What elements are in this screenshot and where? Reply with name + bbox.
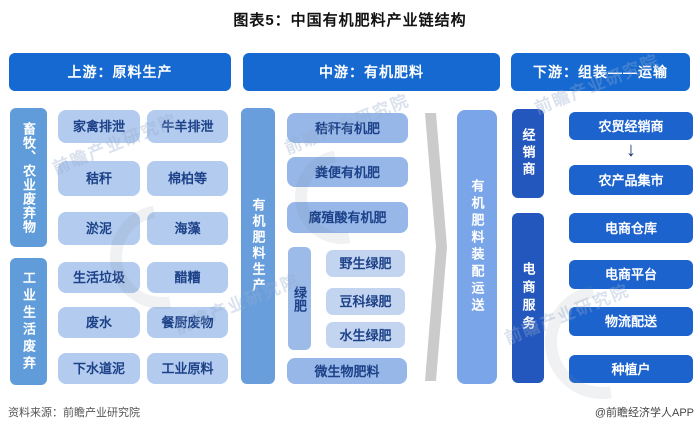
upstream-item-cattle-sheep-waste: 牛羊排泄: [147, 110, 228, 143]
down-arrow-icon: ↓: [626, 139, 636, 161]
header-upstream: 上游：原料生产: [9, 53, 231, 91]
ecommerce-bar: 电商服务: [512, 213, 544, 383]
midstream-item-microbial-fertilizer: 微生物肥料: [287, 358, 407, 384]
upstream-item-seaweed: 海藻: [147, 212, 228, 245]
upstream-item-cotton-etc: 棉柏等: [147, 161, 228, 196]
dealer-item-farm-product-market: 农产品集市: [569, 165, 693, 195]
watermark-logo-arc: [276, 131, 408, 263]
dealer-item-agri-trade-dealer: 农贸经销商: [569, 112, 693, 140]
upstream-item-vinegar-residue: 醋糟: [147, 262, 228, 293]
upstream-item-household-garbage: 生活垃圾: [58, 262, 140, 293]
midstream-item-straw-fertilizer: 秸秆有机肥: [287, 113, 408, 143]
midstream-production-bar: 有机肥料生产: [241, 108, 275, 384]
downstream-carrier-bar: 有机肥料装配运送: [457, 110, 497, 384]
upstream-group-industrial-bar: 工业生活废弃: [10, 258, 47, 385]
upstream-item-sludge: 淤泥: [58, 212, 140, 245]
green-manure-bar: 绿肥: [288, 247, 311, 350]
header-downstream: 下游：组装——运输: [511, 53, 690, 91]
green-manure-item-legume: 豆科绿肥: [326, 288, 405, 315]
ecommerce-item-platform: 电商平台: [569, 260, 693, 289]
ecommerce-item-logistics: 物流配送: [569, 307, 693, 336]
source-note: 资料来源：前瞻产业研究院: [8, 407, 140, 419]
flow-arrow-shape: [425, 113, 447, 381]
green-manure-item-wild: 野生绿肥: [326, 250, 405, 277]
header-midstream: 中游：有机肥料: [243, 53, 500, 91]
upstream-item-wastewater: 废水: [58, 307, 140, 338]
upstream-item-poultry-waste: 家禽排泄: [58, 110, 140, 143]
credit-note: @前瞻经济学人APP: [594, 407, 694, 419]
upstream-item-kitchen-waste: 餐厨废物: [147, 307, 228, 338]
upstream-group-livestock-bar: 畜牧、农业废弃物: [10, 108, 47, 247]
midstream-item-manure-fertilizer: 粪便有机肥: [287, 157, 408, 187]
upstream-item-industrial-material: 工业原料: [147, 353, 228, 384]
ecommerce-item-warehouse: 电商仓库: [569, 213, 693, 243]
green-manure-item-aquatic: 水生绿肥: [326, 322, 405, 348]
figure-title: 图表5：中国有机肥料产业链结构: [233, 12, 467, 29]
upstream-item-straw: 秸秆: [58, 161, 140, 196]
dealer-bar: 经销商: [512, 109, 544, 198]
upstream-item-sewer-mud: 下水道泥: [58, 353, 140, 384]
midstream-item-humic-acid-fertilizer: 腐殖酸有机肥: [287, 202, 408, 233]
ecommerce-item-growers: 种植户: [569, 355, 693, 383]
